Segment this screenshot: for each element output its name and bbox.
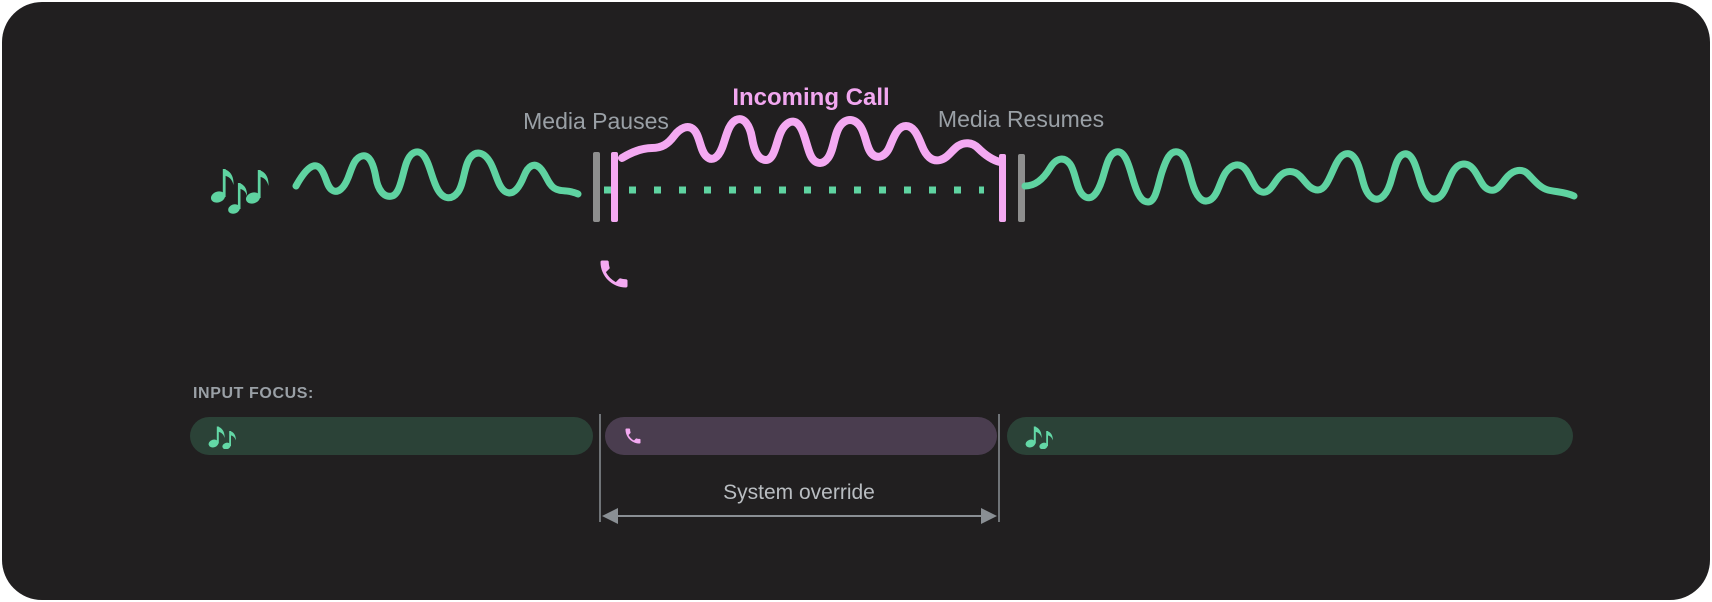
pause-marker-media — [593, 152, 600, 222]
focus-segment-incoming-call — [605, 417, 997, 455]
input-focus-heading: INPUT FOCUS: — [193, 385, 314, 402]
music-notes-icon — [208, 423, 238, 449]
resume-marker-media — [1018, 154, 1025, 222]
media-wave-before — [292, 148, 582, 202]
pause-marker-call — [611, 152, 618, 222]
music-notes-icon — [210, 169, 269, 214]
media-resumes-label: Media Resumes — [937, 106, 1105, 132]
resume-marker-call — [999, 154, 1006, 222]
phone-icon — [623, 426, 643, 446]
media-wave-after — [1021, 148, 1578, 206]
incoming-call-label: Incoming Call — [732, 84, 890, 111]
media-pauses-label: Media Pauses — [523, 108, 669, 134]
system-override-label: System override — [723, 481, 875, 504]
incoming-call-wave — [618, 115, 1004, 167]
phone-icon — [600, 260, 628, 288]
system-override-arrow — [602, 508, 997, 524]
music-notes-icon — [1025, 423, 1055, 449]
focus-segment-media-after-call — [1007, 417, 1573, 455]
focus-segment-media-before-call — [190, 417, 593, 455]
